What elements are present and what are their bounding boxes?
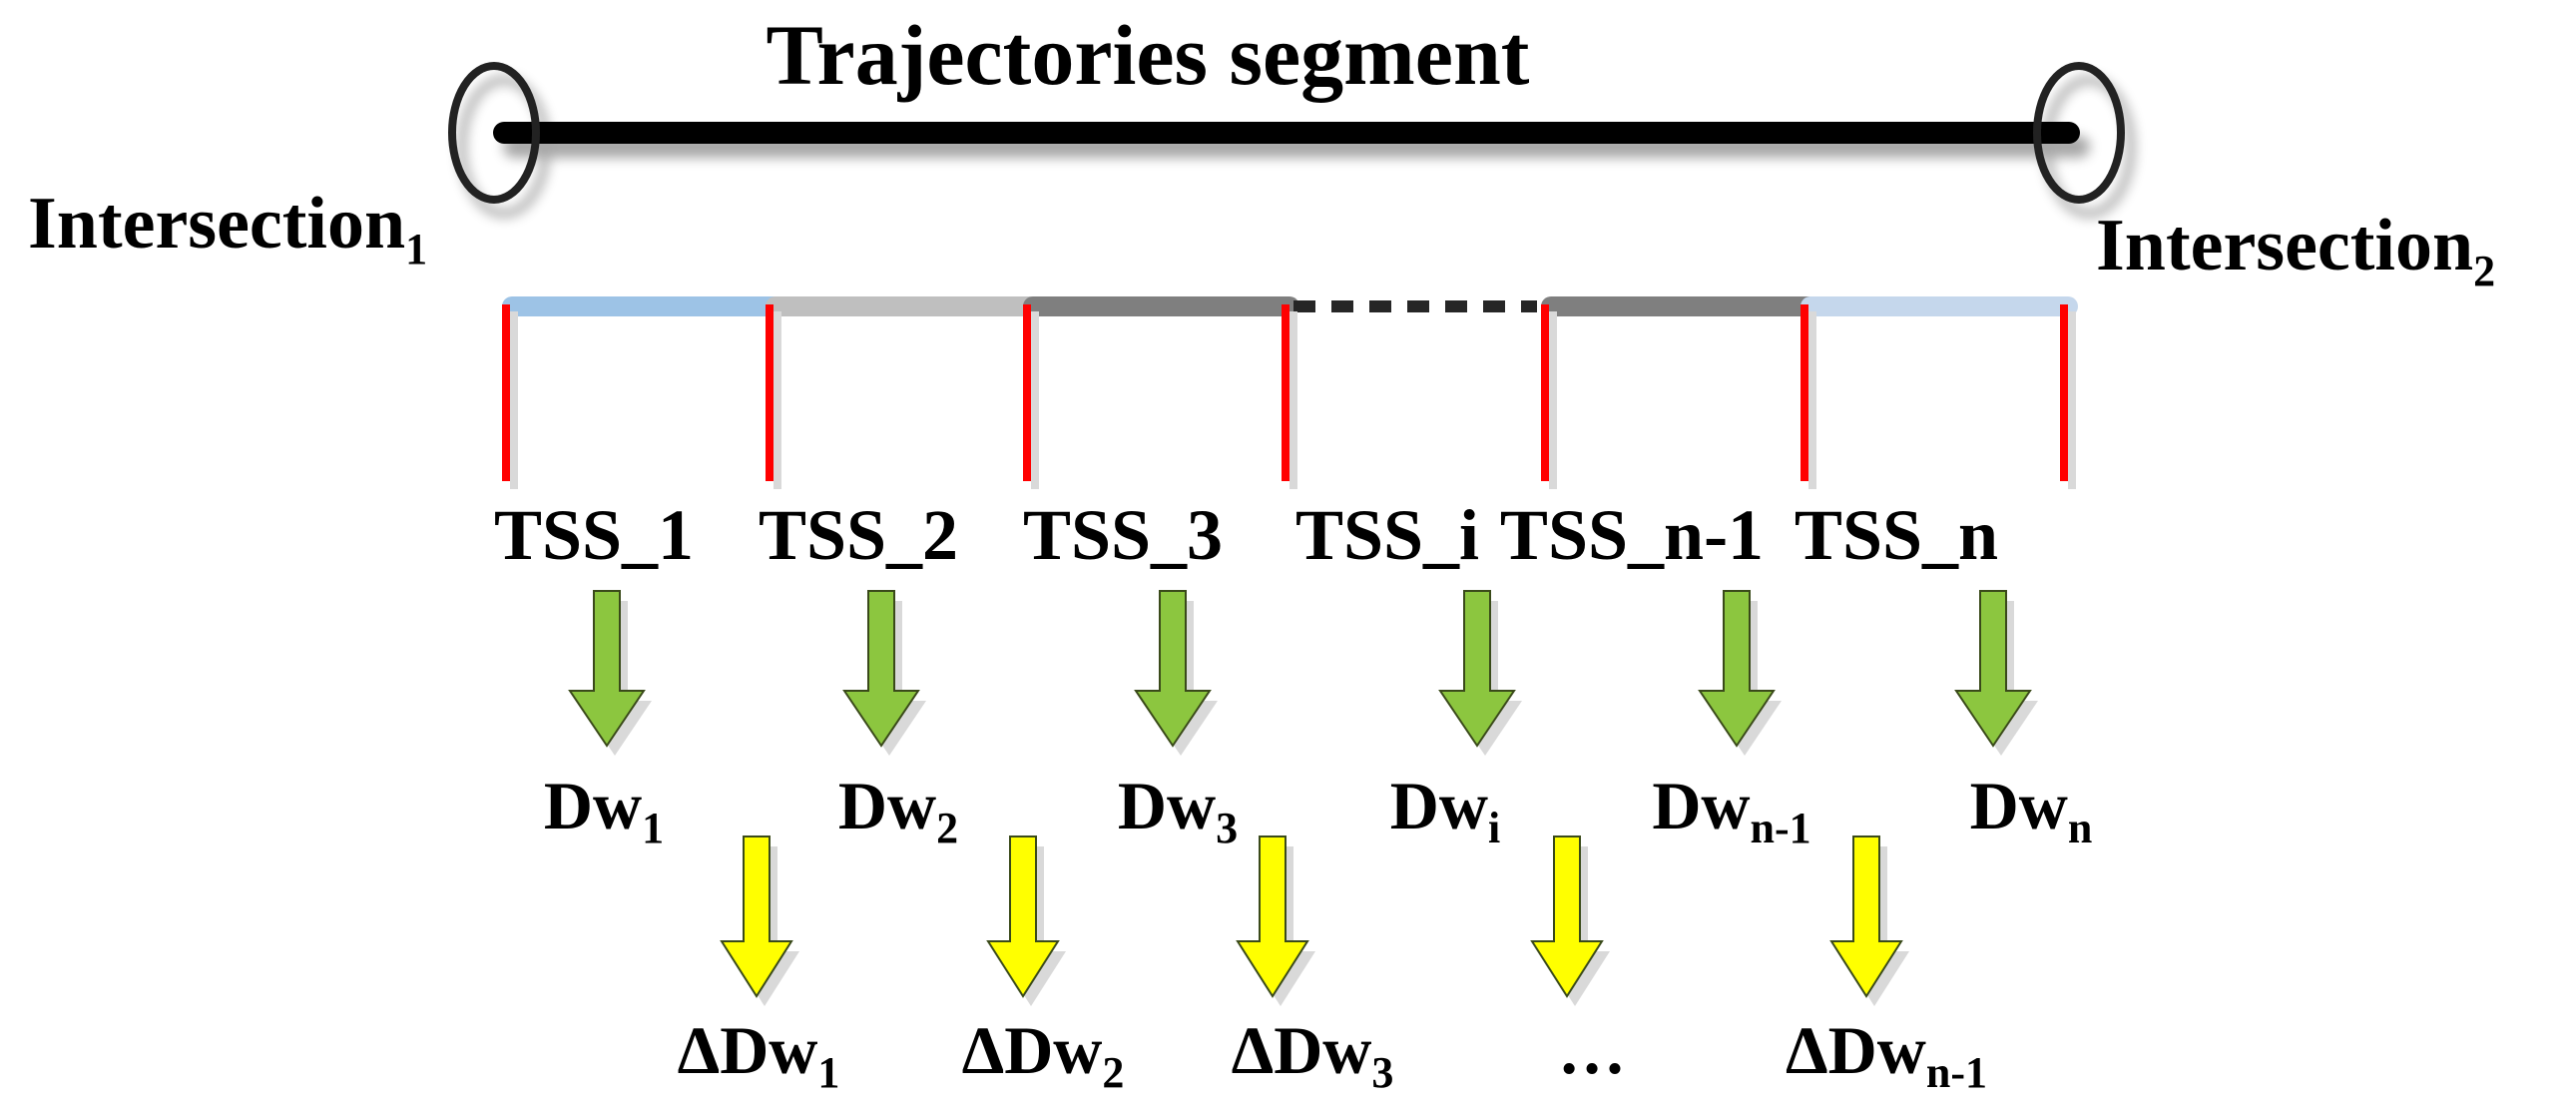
- yellow-arrows: [720, 835, 1909, 1006]
- dw-label: Dw1: [544, 768, 664, 852]
- dw-label: Dw3: [1118, 768, 1238, 852]
- segment-dividers: [502, 304, 2076, 489]
- tss-label: TSS_n: [1795, 495, 1998, 575]
- green-arrow: [842, 590, 920, 748]
- delta-dw-label: ΔDw3: [1232, 1012, 1394, 1097]
- dw-label: Dwn: [1970, 768, 2093, 852]
- tss-label: TSS_2: [759, 495, 958, 575]
- tss-label: TSS_3: [1023, 495, 1223, 575]
- dw-label: Dw2: [838, 768, 958, 852]
- tss-label: TSS_i: [1295, 495, 1479, 575]
- yellow-arrow: [1530, 835, 1604, 998]
- intersection-1-marker: [448, 62, 540, 204]
- dw-labels: Dw1 Dw2 Dw3 Dwi Dwn-1 Dwn: [544, 768, 2092, 852]
- delta-dw-labels: ΔDw1 ΔDw2 ΔDw3 … ΔDwn-1: [678, 1012, 1987, 1097]
- tss-label: TSS_1: [494, 495, 694, 575]
- yellow-arrow: [986, 835, 1060, 998]
- delta-dw-label: ΔDwn-1: [1786, 1012, 1987, 1097]
- intersection-1-label: Intersection1: [28, 183, 427, 274]
- intersection-2-marker: [2033, 62, 2125, 204]
- yellow-arrow: [1236, 835, 1309, 998]
- yellow-arrow: [720, 835, 793, 998]
- green-arrow: [1134, 590, 1212, 748]
- tss-labels: TSS_1 TSS_2 TSS_3 TSS_i TSS_n-1 TSS_n: [494, 495, 1998, 575]
- dw-label: Dwn-1: [1652, 768, 1810, 852]
- dw-label: Dwi: [1390, 768, 1500, 852]
- tss-label: TSS_n-1: [1500, 495, 1764, 575]
- intersection-2-label: Intersection2: [2096, 205, 2495, 295]
- green-arrow: [1954, 590, 2032, 748]
- green-arrow: [568, 590, 646, 748]
- delta-dw-label: ΔDw2: [962, 1012, 1125, 1097]
- diagram-title: Trajectories segment: [767, 7, 1530, 103]
- ellipsis-label: …: [1558, 1012, 1626, 1088]
- green-arrow: [1438, 590, 1516, 748]
- yellow-arrow: [1829, 835, 1903, 998]
- trajectory-line-group: [448, 62, 2125, 204]
- green-arrow: [1698, 590, 1776, 748]
- delta-dw-label: ΔDw1: [678, 1012, 840, 1097]
- green-arrows: [568, 590, 2038, 756]
